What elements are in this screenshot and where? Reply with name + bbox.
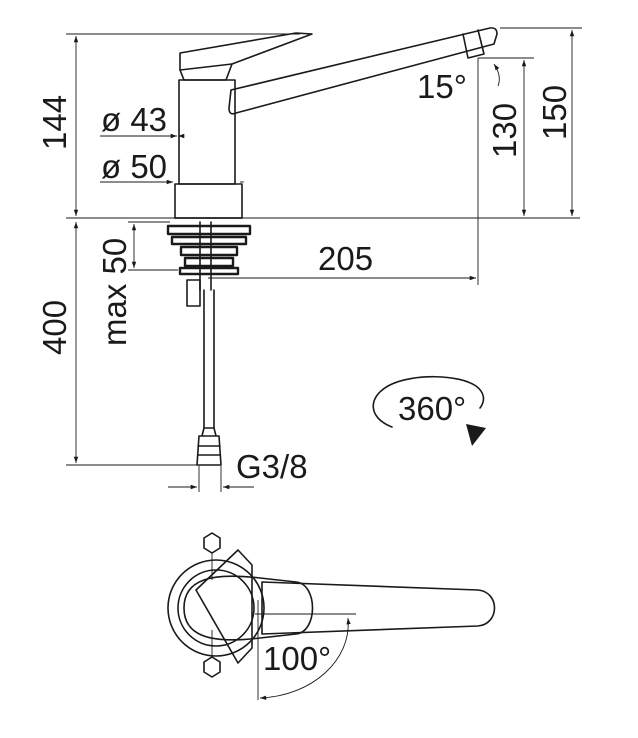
faucet-body bbox=[178, 79, 236, 185]
dimension-lines bbox=[66, 27, 582, 492]
label-360: 360° bbox=[398, 390, 466, 427]
label-g38: G3/8 bbox=[236, 448, 308, 485]
label-diameter-43: ø 43 bbox=[101, 101, 167, 138]
label-130: 130 bbox=[486, 103, 523, 158]
faucet-top-view bbox=[167, 532, 496, 700]
label-diameter-50: ø 50 bbox=[101, 148, 167, 185]
bolt-bottom bbox=[203, 656, 221, 678]
bolt-top bbox=[203, 532, 221, 554]
label-205: 205 bbox=[318, 240, 373, 277]
faucet-base bbox=[174, 183, 243, 219]
flexible-hose bbox=[203, 289, 215, 429]
top-spout bbox=[261, 581, 496, 635]
spout bbox=[228, 27, 498, 115]
dimension-labels: 144 ø 43 ø 50 15° 130 150 205 max 50 400… bbox=[36, 68, 573, 677]
lever-handle bbox=[179, 32, 313, 81]
mounting-kit bbox=[166, 221, 252, 466]
label-spout-angle: 15° bbox=[417, 68, 467, 105]
faucet-side-view bbox=[174, 27, 498, 219]
label-100: 100° bbox=[263, 640, 331, 677]
label-max-50: max 50 bbox=[96, 238, 133, 346]
rotation-symbol bbox=[372, 375, 486, 446]
label-144: 144 bbox=[36, 95, 73, 150]
label-150: 150 bbox=[536, 85, 573, 140]
top-handle bbox=[183, 575, 314, 641]
mounting-plate bbox=[195, 549, 253, 664]
label-400: 400 bbox=[36, 300, 73, 355]
aerator bbox=[462, 29, 485, 59]
